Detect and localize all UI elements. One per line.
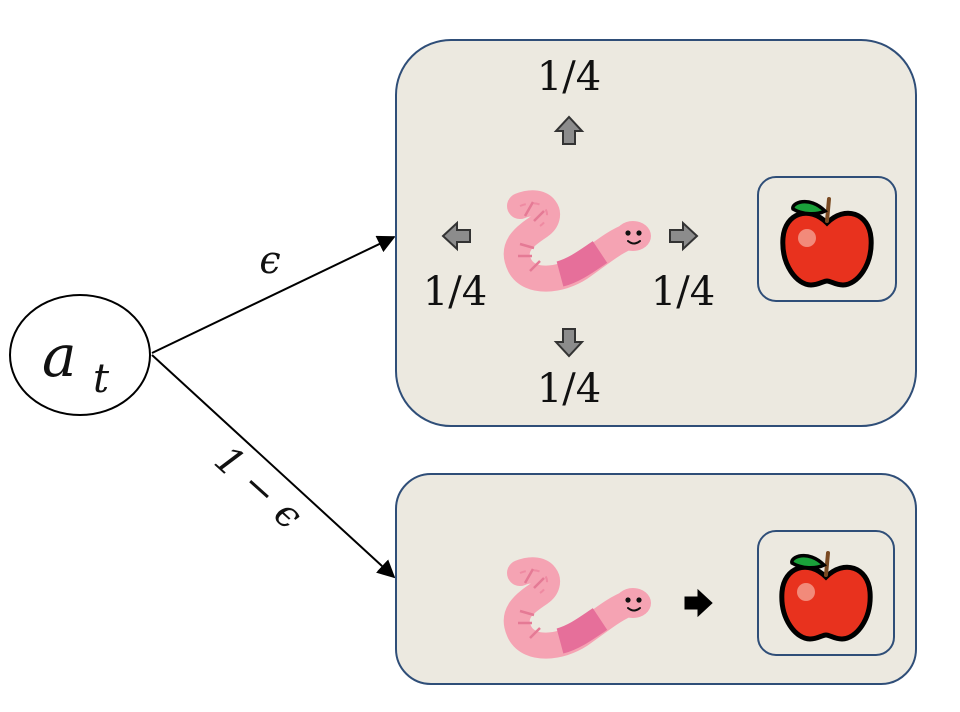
greedy-action-panel xyxy=(395,473,917,685)
action-node-label: a xyxy=(42,322,77,390)
prob-up: 1/4 xyxy=(537,54,601,100)
edge-label-epsilon: ϵ xyxy=(259,238,280,282)
prob-down: 1/4 xyxy=(537,366,601,412)
prob-left: 1/4 xyxy=(423,269,487,315)
edge-epsilon xyxy=(151,235,396,354)
random-action-panel: 1/4 1/4 1/4 1/4 xyxy=(395,39,917,427)
action-node-subscript: t xyxy=(93,356,110,402)
action-node xyxy=(9,294,151,416)
prob-right: 1/4 xyxy=(651,269,715,315)
edge-one-minus-epsilon xyxy=(151,354,396,579)
